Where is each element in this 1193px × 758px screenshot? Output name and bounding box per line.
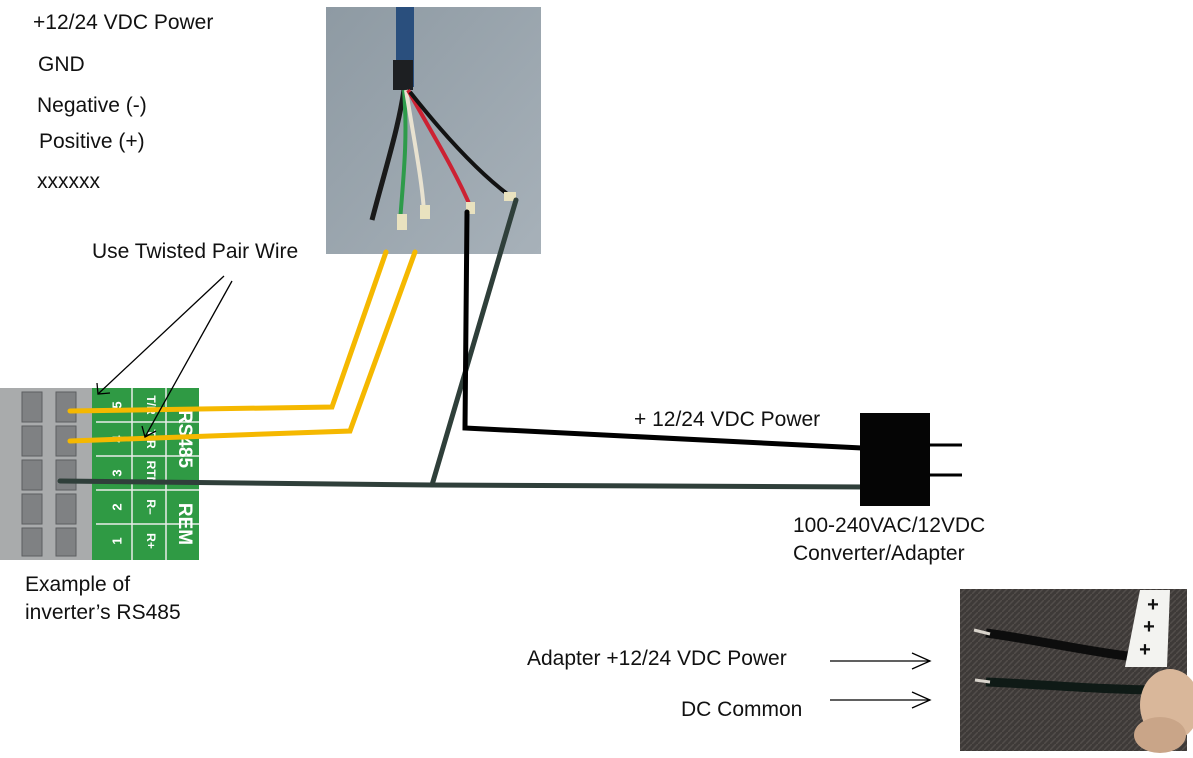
twisted-pair-wire-b — [67, 249, 418, 444]
twisted-pair-label: Use Twisted Pair Wire — [92, 240, 299, 263]
pin-label-rtn: RTN — [144, 461, 158, 486]
terminal-caption-line2: inverter’s RS485 — [25, 601, 181, 624]
power-wire-label: + 12/24 VDC Power — [634, 408, 821, 431]
terminal-number-2: 2 — [109, 503, 124, 510]
inset-plus-mark-1: + — [1147, 594, 1159, 616]
ferrule-white — [420, 205, 430, 219]
wire-green — [398, 89, 408, 223]
pointer-arrowhead-common — [911, 691, 932, 709]
pointer-line-a — [97, 275, 225, 395]
inset-label-power: Adapter +12/24 VDC Power — [527, 647, 787, 670]
ferrule-green — [397, 214, 407, 230]
pin-label-r-minus: R– — [144, 499, 158, 515]
terminal-dividers — [96, 388, 199, 560]
ferrule-black — [504, 192, 516, 201]
terminal-number-3: 3 — [109, 469, 124, 476]
wire-white — [404, 89, 426, 213]
terminal-board-green — [92, 388, 199, 560]
pointer-arrowhead-power — [911, 652, 932, 670]
terminal-number-5: 5 — [109, 401, 124, 408]
adapter-body — [860, 413, 930, 506]
inset-pointers — [830, 652, 932, 709]
pin-label-r-plus: R+ — [144, 533, 158, 549]
adapter-caption-line1: 100-240VAC/12VDC — [793, 514, 986, 537]
wire-black-gnd — [408, 90, 512, 198]
inset-wire-common — [985, 677, 1166, 695]
adapter — [860, 413, 962, 506]
cable-heatshrink — [393, 60, 413, 90]
power-wire — [462, 209, 865, 451]
inset-plus-mark-2: + — [1143, 616, 1155, 638]
inset-polarity-tape — [1125, 590, 1170, 667]
adapter-caption-line2: Converter/Adapter — [793, 542, 965, 565]
pointer-arrowhead-b — [141, 425, 157, 438]
wire-black-unused — [369, 89, 407, 221]
dc-common-wire-to-adapter — [429, 482, 871, 490]
legend-unused: xxxxxx — [37, 170, 100, 193]
inset-thumb — [1134, 717, 1186, 753]
adapter-leads-photo: + + + — [960, 589, 1193, 753]
inset-strand-common — [974, 678, 991, 684]
cable-photo — [326, 7, 541, 254]
group-label-rem: REM — [174, 503, 195, 545]
pointer-arrowhead-a — [96, 382, 111, 395]
legend-negative: Negative (-) — [37, 94, 147, 117]
terminal-plug-gray — [0, 388, 96, 560]
legend-gnd: GND — [38, 53, 85, 76]
legend-positive: Positive (+) — [39, 130, 145, 153]
cable-photo-background — [326, 7, 541, 254]
inset-label-common: DC Common — [681, 698, 803, 721]
twisted-pair-wires — [67, 249, 418, 444]
inset-strand-power — [973, 628, 991, 636]
terminal-block: 5 4 3 2 1 T/R T/R RTN R– R+ RS485 REM — [0, 388, 199, 560]
terminal-caption-line1: Example of — [25, 573, 131, 596]
legend-power: +12/24 VDC Power — [33, 11, 214, 34]
ferrule-red — [466, 202, 475, 214]
terminal-screw-slots — [21, 391, 77, 557]
pointer-line-b — [144, 280, 233, 438]
twisted-pair-pointers — [96, 275, 233, 438]
wire-red — [406, 89, 473, 209]
terminal-number-1: 1 — [109, 537, 124, 544]
inset-plus-mark-3: + — [1139, 639, 1151, 661]
twisted-pair-wire-a — [67, 249, 389, 414]
